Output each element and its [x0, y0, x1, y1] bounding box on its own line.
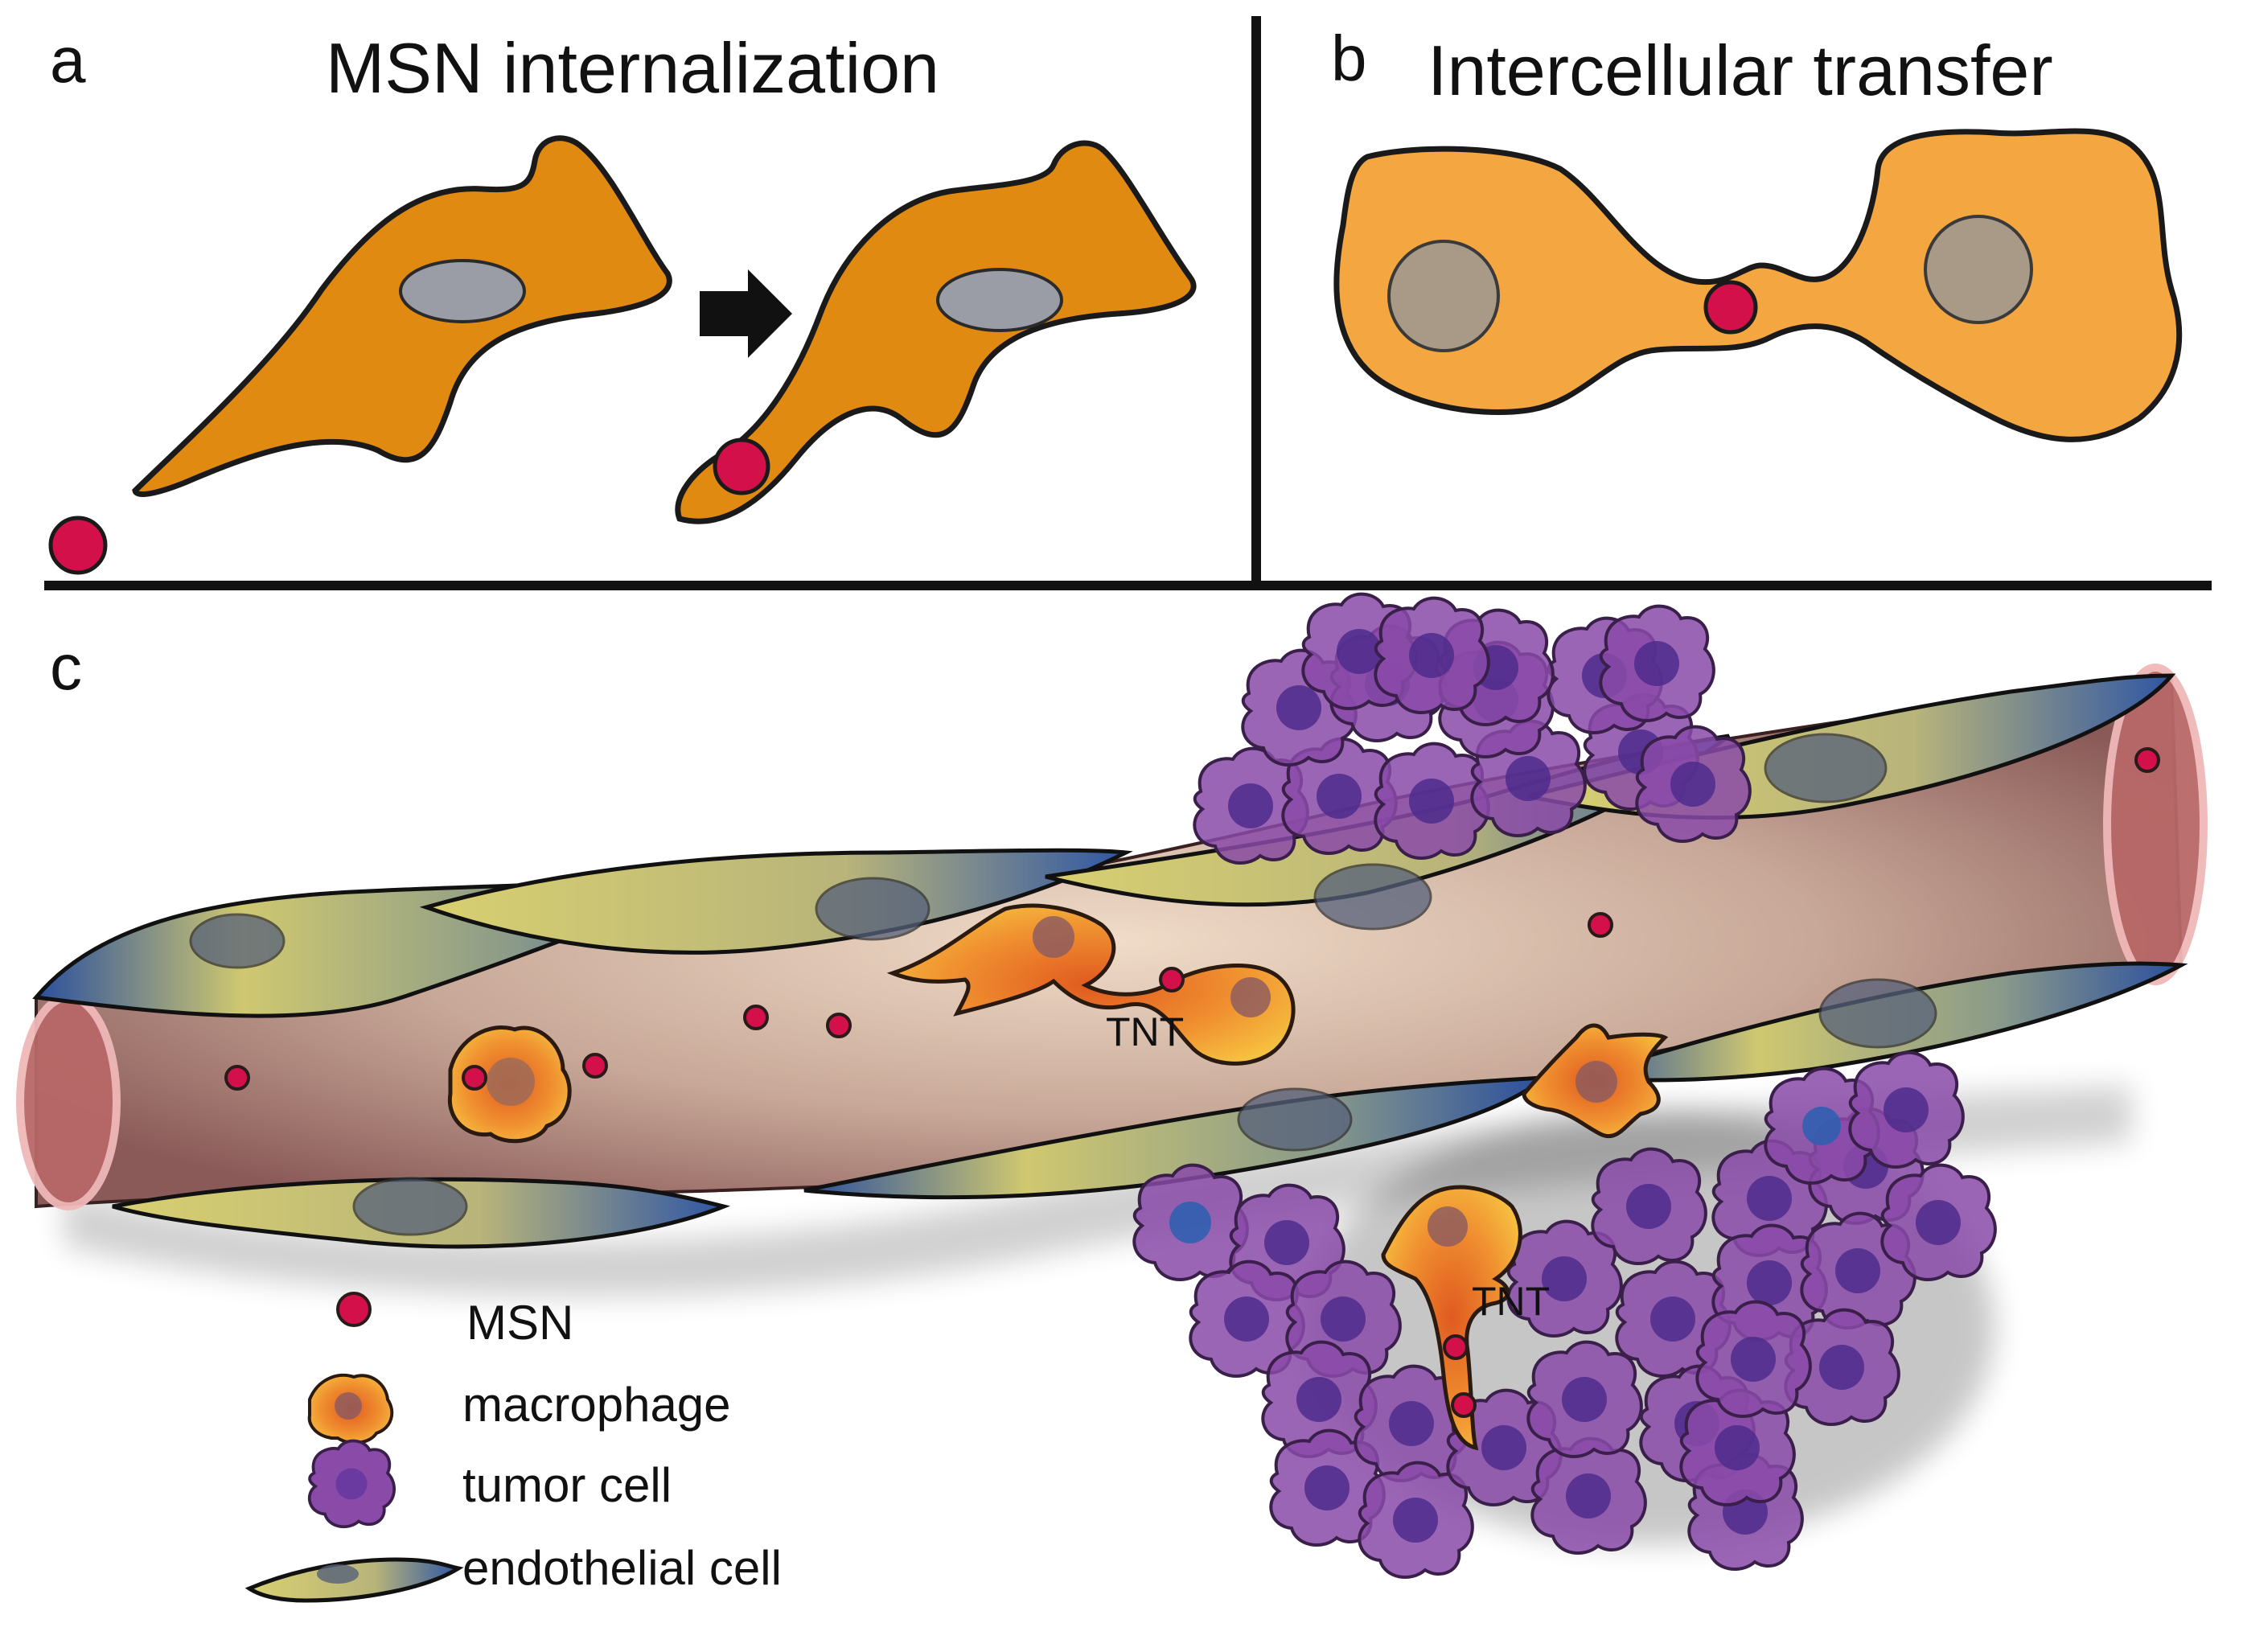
tumor-cluster-bottom — [1132, 1050, 1997, 1580]
macrophage-cell-after — [675, 140, 1197, 524]
panel-b-letter: b — [1331, 23, 1367, 94]
endothelial-nucleus — [189, 913, 286, 969]
msn-particle — [48, 516, 108, 575]
legend-item-macrophage: macrophage — [307, 1373, 731, 1444]
msn-icon — [336, 1292, 372, 1327]
legend-label-macrophage: macrophage — [462, 1378, 731, 1432]
panel-c: c — [16, 592, 2208, 1580]
nucleus — [399, 259, 526, 323]
macrophage-wall — [1522, 1023, 1669, 1139]
msn-particles — [224, 747, 2160, 1418]
macrophage-tnt-upper — [886, 903, 1296, 1066]
endothelial-cell — [419, 848, 1133, 955]
legend: MSN macrophage tumor cell endothelial ce… — [244, 1292, 782, 1603]
panel-a-letter: a — [50, 24, 86, 96]
endothelial-icon-nucleus — [317, 1564, 359, 1584]
macrophage-icon-nucleus — [335, 1392, 362, 1420]
vessel-opening-right — [2103, 664, 2208, 985]
nucleus — [1924, 215, 2033, 324]
nucleus — [1387, 240, 1500, 352]
endothelial-nucleus — [1313, 863, 1432, 931]
panel-a-title: MSN internalization — [326, 28, 939, 108]
nucleus — [936, 268, 1063, 332]
macrophage-in-vessel — [447, 1025, 572, 1144]
connected-cells-tunneling — [1333, 128, 2183, 442]
panel-a: a MSN internalization — [48, 24, 1197, 575]
panel-c-letter: c — [50, 631, 82, 703]
legend-item-msn: MSN — [336, 1292, 573, 1350]
legend-label-tumor: tumor cell — [462, 1458, 672, 1512]
tumor-cell-icon — [307, 1439, 396, 1529]
panel-b-title: Intercellular transfer — [1428, 31, 2053, 110]
legend-item-tumor: tumor cell — [307, 1439, 672, 1529]
legend-item-endothelial: endothelial cell — [244, 1541, 782, 1603]
endothelial-nucleus — [1237, 1087, 1353, 1152]
endothelial-nucleus — [352, 1177, 468, 1236]
panel-b: b Intercellular transfer — [1331, 23, 2183, 442]
tumor-cluster-top — [1193, 592, 1752, 865]
macrophage-cell-before — [132, 135, 672, 498]
legend-label-endothelial: endothelial cell — [462, 1541, 782, 1595]
arrow-icon — [700, 269, 792, 358]
endothelial-nucleus — [815, 877, 930, 941]
legend-label-msn: MSN — [466, 1296, 573, 1350]
endothelial-nucleus — [1818, 978, 1937, 1049]
vessel-opening-left — [16, 993, 121, 1210]
msn-particle-transferred — [1703, 280, 1758, 335]
endothelial-nucleus — [1764, 733, 1888, 803]
tnt-label-lower: TNT — [1472, 1279, 1550, 1324]
tnt-label-upper: TNT — [1106, 1009, 1184, 1054]
macrophage-tnt-lower — [1381, 1185, 1522, 1451]
msn-particle-internalized — [713, 438, 770, 495]
